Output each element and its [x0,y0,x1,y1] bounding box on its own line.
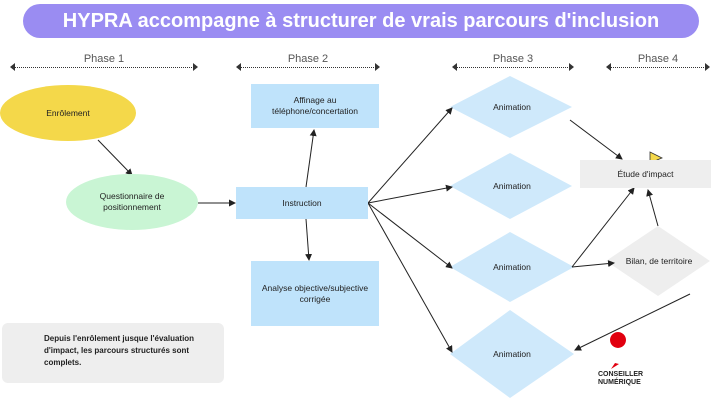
label-animation-3: Animation [493,262,531,272]
arrow-enrolement-questionnaire [97,139,133,176]
phase-header-3: Phase 3 [452,53,574,77]
arrow-animation-3-bilan [571,260,615,268]
phase-header-4: Phase 4 [606,53,710,77]
label-animation-4: Animation [493,349,531,359]
arrow-animation-3-etude [571,187,635,268]
arrow-instruction-affinage [305,129,317,188]
animation-diamond-4 [450,310,574,398]
conseiller-numerique-logo-icon [610,332,627,369]
node-analyse: Analyse objective/subjective corrigée [251,261,379,326]
label-animation-1: Animation [493,102,531,112]
node-etude-impact: Étude d'impact [580,160,711,188]
phase-header-1: Phase 1 [10,53,198,77]
arrow-bilan-etude [646,189,659,227]
arrow-instruction-animation-4 [367,202,453,353]
arrow-animation-1-etude [569,119,623,160]
node-questionnaire: Questionnaire de positionnement [66,174,198,230]
arrow-bilan-animation-4 [574,293,691,351]
animation-diamond-2 [450,153,572,219]
conseiller-numerique-logo: CONSEILLER NUMÉRIQUE [598,371,644,387]
arrow-instruction-analyse [305,218,313,261]
node-enrolement: Enrôlement [0,85,136,141]
animation-diamond-1 [450,76,572,138]
node-affinage: Affinage au téléphone/concertation [251,84,379,128]
info-note: Depuis l'enrôlement jusque l'évaluation … [2,323,224,383]
page-title: HYPRA accompagne à structurer de vrais p… [23,4,699,38]
bilan-diamond [606,226,710,296]
animation-diamond-3 [450,232,574,302]
phase-header-2: Phase 2 [236,53,380,77]
info-note-text: Depuis l'enrôlement jusque l'évaluation … [44,334,195,367]
arrow-instruction-animation-1 [367,107,453,204]
label-bilan: Bilan, de territoire [625,256,693,266]
arrow-instruction-animation-2 [367,184,453,204]
label-animation-2: Animation [493,181,531,191]
node-instruction: Instruction [236,187,368,219]
arrow-instruction-animation-3 [367,202,453,269]
